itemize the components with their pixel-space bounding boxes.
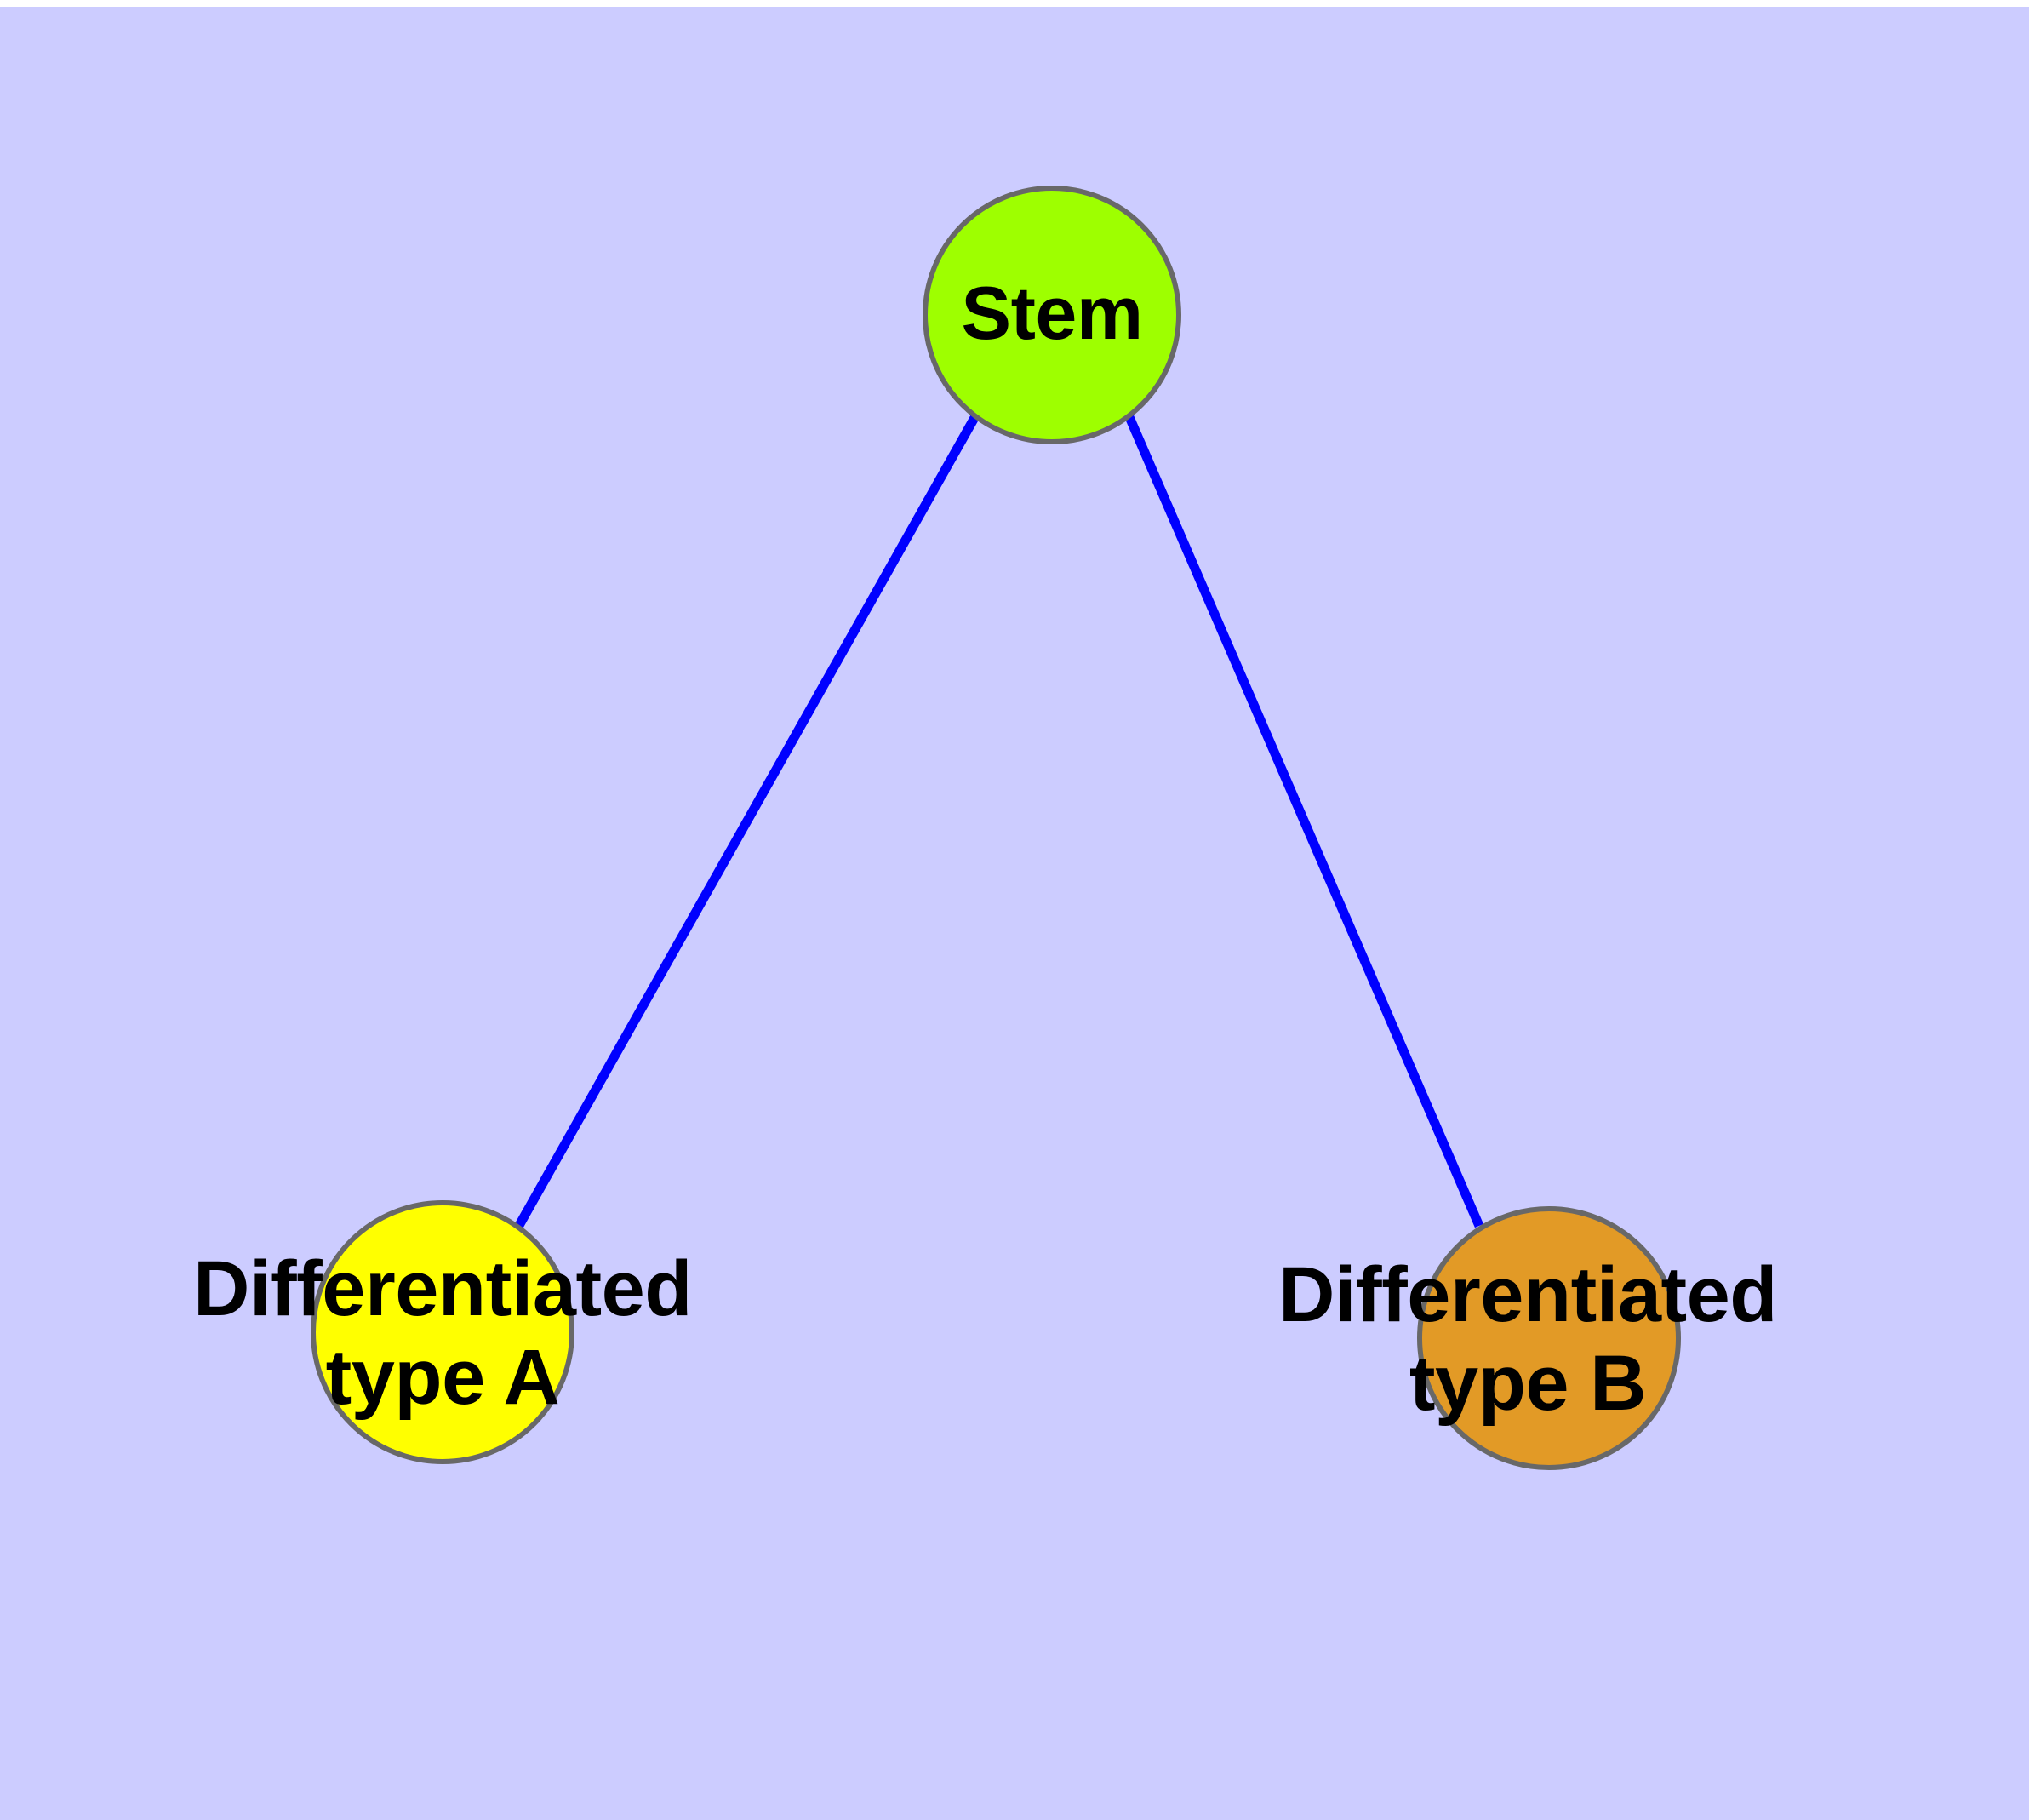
edge-stem-to-differentiated-type-b[interactable] [1124, 415, 1484, 1228]
edge-stem-to-differentiated-type-a[interactable] [513, 414, 980, 1231]
node-circle-differentiated-type-a[interactable] [311, 1200, 574, 1464]
node-circle-stem[interactable] [923, 186, 1181, 444]
node-circle-differentiated-type-b[interactable] [1417, 1206, 1681, 1470]
